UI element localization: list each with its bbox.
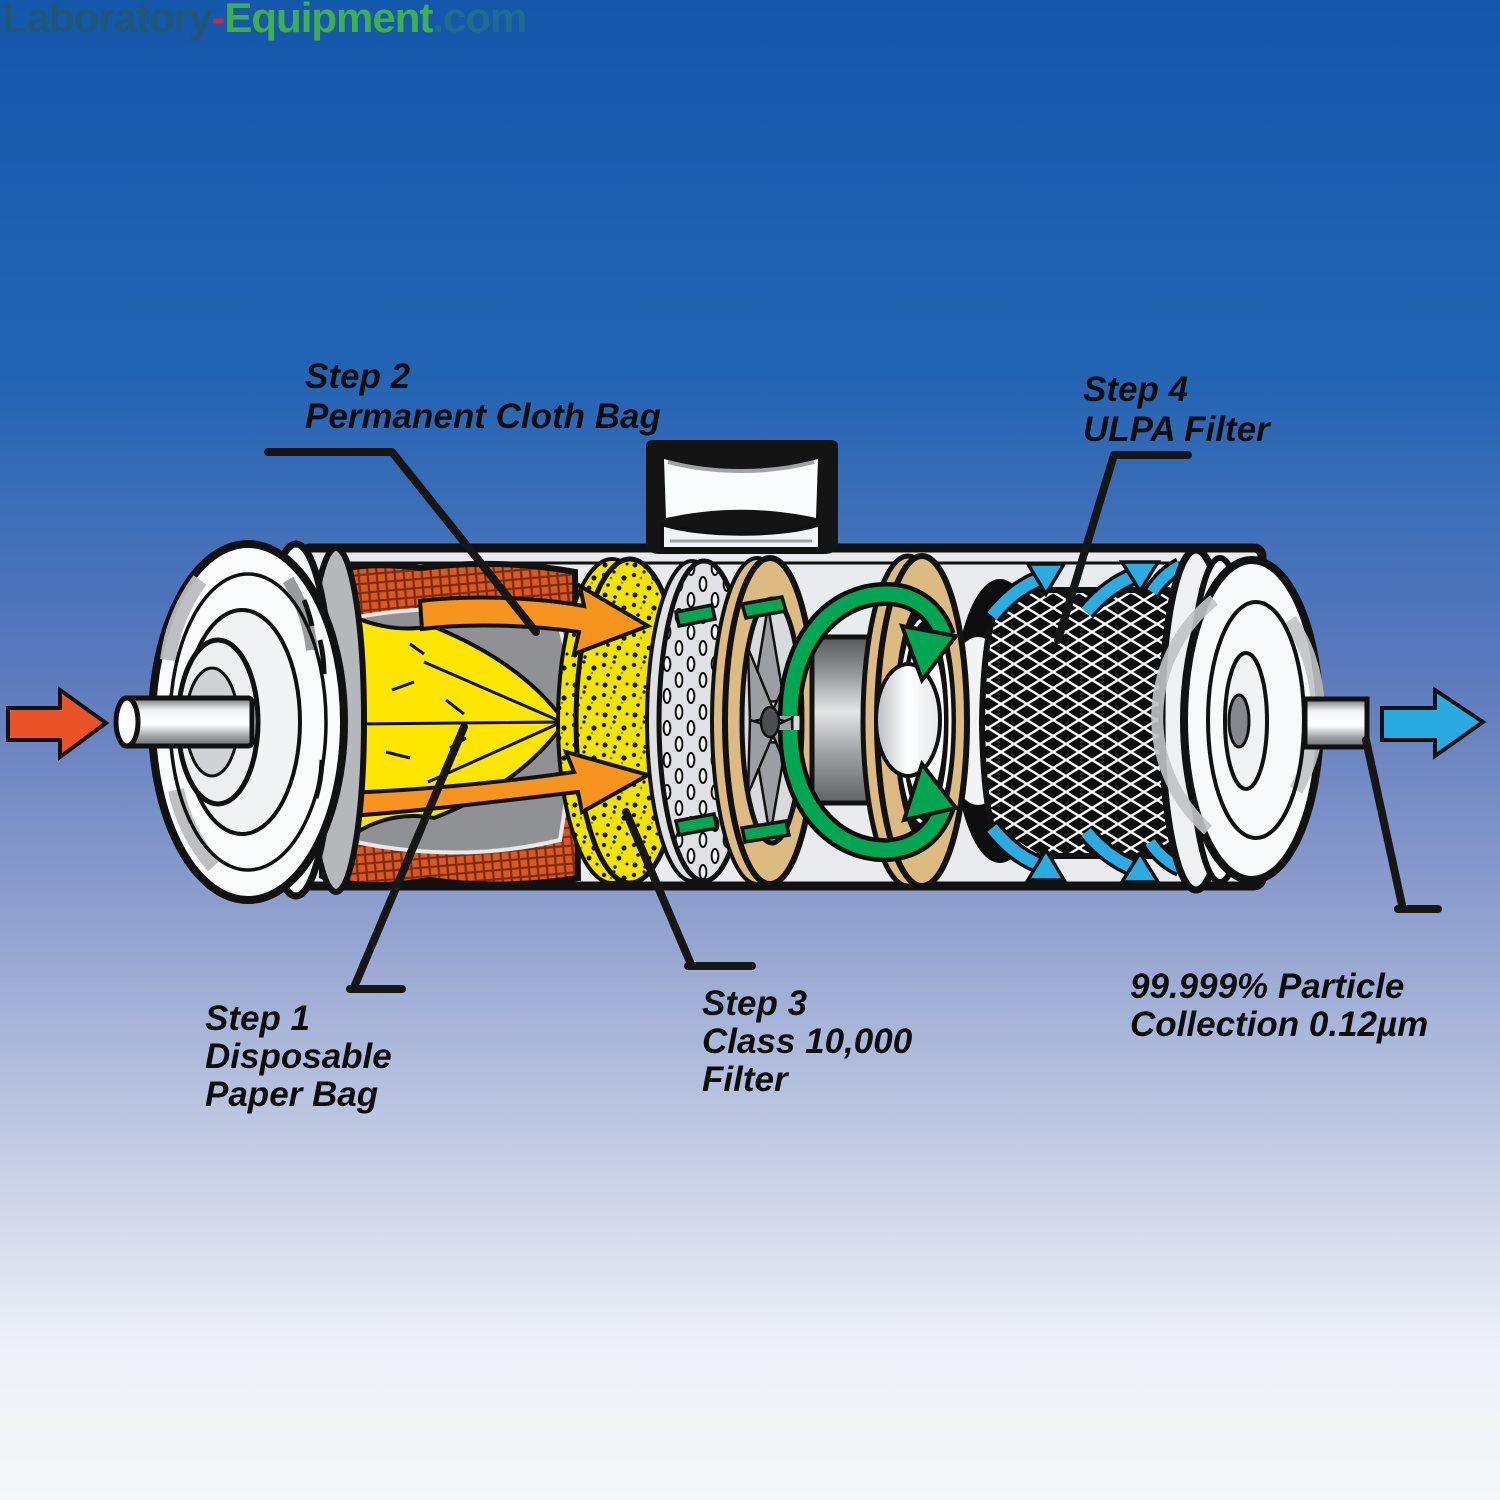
watermark-hyphen: -	[211, 0, 225, 41]
step4-label-line1: Step 4	[1083, 370, 1188, 409]
step4-leader-line	[1054, 451, 1192, 644]
clean-air-outlet-arrow	[1380, 686, 1487, 760]
orange-flow-arrow-bottom	[309, 748, 654, 821]
green-flow-loop	[778, 581, 960, 863]
blue-exhaust-arrows	[984, 557, 1185, 884]
step1-label-line2: Disposable	[205, 1037, 392, 1076]
step1-label-line3: Paper Bag	[205, 1075, 378, 1114]
step2-label-line2: Permanent Cloth Bag	[305, 397, 661, 436]
leader-lines	[264, 448, 1442, 993]
left-end-cap	[148, 540, 367, 904]
step2-leader-line	[264, 448, 540, 636]
motor-dome	[874, 662, 942, 778]
step2-label-line1: Step 2	[305, 357, 411, 396]
step1-label-line1: Step 1	[205, 999, 310, 1038]
handle-base-plate	[660, 521, 822, 551]
green-flow-bars	[673, 595, 792, 844]
step3-label-line1: Step 3	[702, 984, 808, 1023]
result-label-line2: Collection 0.12µm	[1130, 1005, 1428, 1044]
right-end-cap	[1151, 546, 1325, 894]
watermark-equipment: Equipment	[224, 0, 433, 41]
step4-label-line2: ULPA Filter	[1083, 410, 1272, 449]
watermark-laboratory: Laboratory	[2, 0, 212, 41]
step1-leader-line	[346, 723, 468, 993]
annotation-labels: Step 2 Permanent Cloth Bag Step 4 ULPA F…	[205, 357, 1428, 1114]
handle-grip-window	[664, 459, 818, 518]
inlet-port	[113, 695, 255, 749]
step3-leader-line	[622, 808, 756, 970]
result-leader-line	[1362, 736, 1442, 913]
step3-label-line2: Class 10,000	[702, 1022, 913, 1061]
step3-label-line3: Filter	[702, 1060, 790, 1099]
carry-handle	[646, 440, 838, 554]
outlet-port	[1302, 696, 1370, 750]
watermark: Laboratory-Equipment.com	[2, 0, 527, 42]
watermark-dotcom: .com	[432, 0, 527, 41]
result-label-line1: 99.999% Particle	[1130, 967, 1404, 1006]
dirty-air-inlet-arrow	[6, 686, 110, 761]
orange-flow-arrow-top	[417, 582, 653, 658]
